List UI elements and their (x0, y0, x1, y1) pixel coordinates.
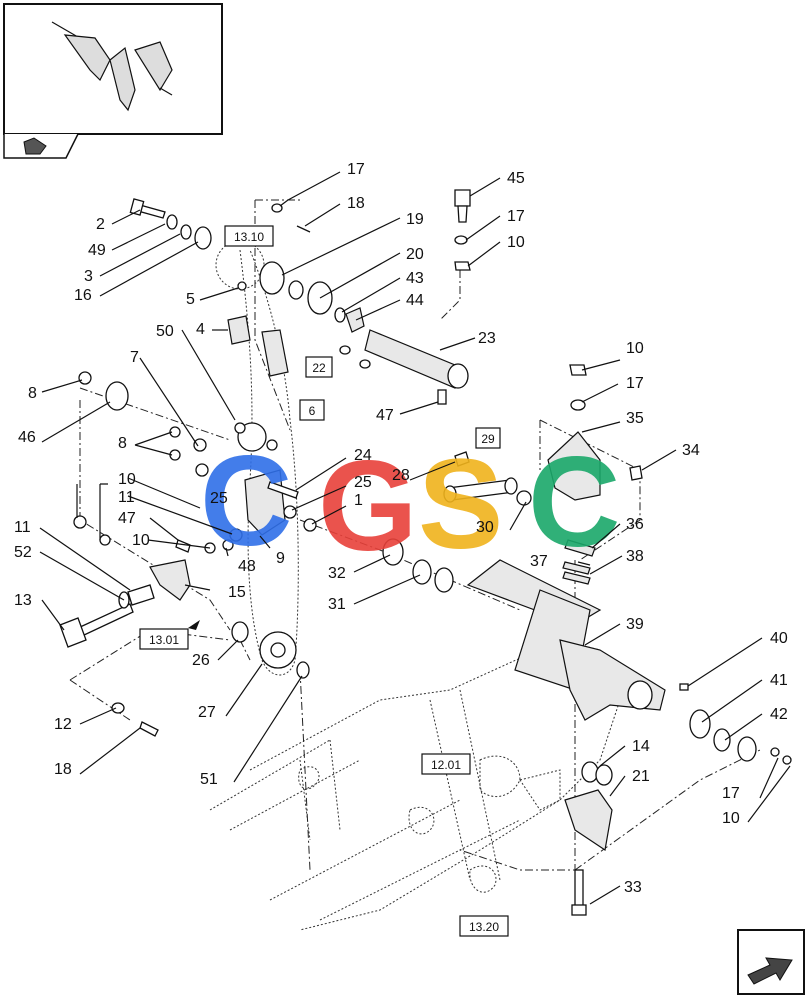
thumbnail-inset (3, 3, 223, 159)
callout-4: 4 (196, 321, 205, 338)
callout-51: 51 (200, 771, 218, 788)
callout-40: 40 (770, 630, 788, 647)
callout-32: 32 (328, 565, 346, 582)
callout-25-right: 25 (354, 474, 372, 491)
callout-10-right-top: 10 (507, 234, 525, 251)
callout-5: 5 (186, 291, 195, 308)
drive-chain (239, 249, 299, 676)
callout-41: 41 (770, 672, 788, 689)
ref-box-13-20[interactable]: 13.20 (459, 915, 509, 937)
callout-35: 35 (626, 410, 644, 427)
corner-nav-arrow-icon[interactable] (737, 929, 805, 995)
callout-50: 50 (156, 323, 174, 340)
svg-text:6: 6 (309, 404, 316, 418)
assembly-thumbnail (51, 21, 173, 112)
callout-27: 27 (198, 704, 216, 721)
callout-8-upper: 8 (28, 385, 37, 402)
watermark-letter-s: S (418, 433, 503, 576)
ref-box-29[interactable]: 29 (475, 427, 501, 449)
callout-47-top: 47 (376, 407, 394, 424)
callout-28: 28 (392, 467, 410, 484)
callout-34: 34 (682, 442, 700, 459)
callout-44: 44 (406, 292, 424, 309)
callout-20: 20 (406, 246, 424, 263)
callout-37: 37 (530, 553, 548, 570)
callout-8-lower: 8 (118, 435, 127, 452)
callout-52: 52 (14, 544, 32, 561)
callout-26: 26 (192, 652, 210, 669)
watermark-letter-g: G (318, 435, 418, 578)
part-shapes (59, 189, 792, 916)
callout-17-right-top: 17 (507, 208, 525, 225)
callout-33: 33 (624, 879, 642, 896)
callout-46: 46 (18, 429, 36, 446)
callout-42: 42 (770, 706, 788, 723)
callout-10-lower-left: 10 (132, 532, 150, 549)
callout-2: 2 (96, 216, 105, 233)
svg-text:13.10: 13.10 (234, 230, 264, 244)
callout-24: 24 (354, 447, 372, 464)
ref-box-6[interactable]: 6 (299, 399, 325, 421)
callout-labels: 17 18 45 17 10 2 49 3 16 19 20 43 44 5 4… (14, 161, 788, 896)
callout-19: 19 (406, 211, 424, 228)
callout-21: 21 (632, 768, 650, 785)
callout-11-left: 11 (14, 519, 31, 536)
callout-36: 36 (626, 516, 644, 533)
callout-38: 38 (626, 548, 644, 565)
callout-17-right-mid: 17 (626, 375, 644, 392)
callout-23: 23 (478, 330, 496, 347)
callout-18-top: 18 (347, 195, 365, 212)
watermark: C G S C (200, 430, 620, 578)
ref-box-12-01[interactable]: 12.01 (421, 753, 471, 775)
callout-48: 48 (238, 558, 256, 575)
callout-3: 3 (84, 268, 93, 285)
watermark-letter-c2: C (528, 431, 620, 574)
svg-text:22: 22 (312, 361, 326, 375)
ref-box-22[interactable]: 22 (305, 356, 333, 378)
callout-39: 39 (626, 616, 644, 633)
callout-17-bottom-right: 17 (722, 785, 740, 802)
svg-text:13.01: 13.01 (149, 633, 179, 647)
callout-31: 31 (328, 596, 346, 613)
callout-10-bottom-right: 10 (722, 810, 740, 827)
callout-15: 15 (228, 584, 246, 601)
callout-17-top: 17 (347, 161, 365, 178)
frame-outline (209, 639, 621, 931)
svg-text:29: 29 (481, 432, 495, 446)
callout-14: 14 (632, 738, 650, 755)
svg-text:13.20: 13.20 (469, 920, 499, 934)
callout-25-left: 25 (210, 490, 228, 507)
watermark-letter-c1: C (200, 430, 292, 573)
callout-10-right-mid: 10 (626, 340, 644, 357)
callout-7: 7 (130, 349, 139, 366)
ref-box-13-01[interactable]: 13.01 (139, 628, 189, 650)
ref-boxes: 13.10 22 6 29 13.01 12.01 13.20 (139, 225, 509, 937)
callout-10-mid-left: 10 (118, 471, 136, 488)
callout-18-bottom: 18 (54, 761, 72, 778)
callout-43: 43 (406, 270, 424, 287)
svg-text:12.01: 12.01 (431, 758, 461, 772)
orientation-arrow-icon (23, 137, 47, 155)
callout-16: 16 (74, 287, 92, 304)
callout-12: 12 (54, 716, 72, 733)
callout-13: 13 (14, 592, 32, 609)
callout-49: 49 (88, 242, 106, 259)
callout-45: 45 (507, 170, 525, 187)
leader-lines (39, 171, 791, 905)
ref-box-13-10[interactable]: 13.10 (224, 225, 274, 247)
callout-1: 1 (354, 492, 363, 509)
callout-11-mid: 11 (118, 489, 135, 506)
callout-47-mid: 47 (118, 510, 136, 527)
callout-9: 9 (276, 550, 285, 567)
callout-30: 30 (476, 519, 494, 536)
